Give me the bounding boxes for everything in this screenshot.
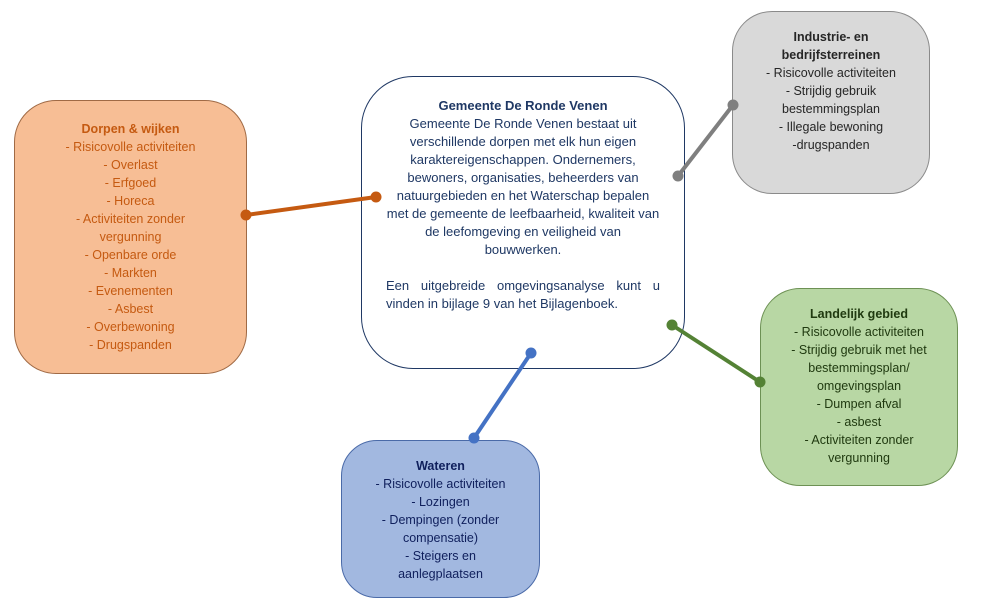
list-item: - Risicovolle activiteiten [794,325,924,339]
list-item: - Risicovolle activiteiten [766,66,896,80]
list-item: - Dempingen (zonder compensatie) [381,513,500,545]
node-wateren-list: - Risicovolle activiteiten - Lozingen - … [350,475,531,583]
list-item: - Erfgoed [104,176,157,190]
list-item: - Steigers en aanlegplaatsen [398,549,483,581]
node-dorpen-list: - Risicovolle activiteiten - Overlast - … [23,138,238,354]
list-item: - Asbest [107,302,154,316]
node-gemeente: Gemeente De Ronde Venen Gemeente De Rond… [361,76,685,369]
list-item: - Drugspanden [89,338,172,352]
node-landelijk-title: Landelijk gebied [810,307,908,321]
list-item: -drugspanden [792,138,870,152]
node-wateren: Wateren - Risicovolle activiteiten - Loz… [341,440,540,598]
list-item: - Strijdig gebruik bestemmingsplan [782,84,880,116]
list-item: - Markten [104,266,157,280]
node-industrie-bedrijfsterreinen: Industrie- en bedrijfsterreinen - Risico… [732,11,930,194]
node-gemeente-reference: Een uitgebreide omgevingsanalyse kunt u … [386,278,660,311]
node-gemeente-body: Gemeente De Ronde Venen bestaat uit vers… [386,116,660,257]
list-item: - Horeca [106,194,155,208]
list-item: - Illegale bewoning [778,120,884,134]
list-item: - Activiteiten zonder vergunning [804,433,914,465]
node-dorpen-title: Dorpen & wijken [81,122,180,136]
list-item: - Overbewoning [86,320,175,334]
list-item: - Strijdig gebruik met het bestemmingspl… [791,343,927,393]
list-item: - Lozingen [411,495,470,509]
list-item: - Openbare orde [84,248,177,262]
list-item: - Evenementen [88,284,173,298]
list-item: - Risicovolle activiteiten [375,477,506,491]
node-landelijk-list: - Risicovolle activiteiten - Strijdig ge… [769,323,949,467]
node-dorpen-wijken: Dorpen & wijken - Risicovolle activiteit… [14,100,247,374]
list-item: - Activiteiten zonder vergunning [75,212,186,244]
node-landelijk-gebied: Landelijk gebied - Risicovolle activitei… [760,288,958,486]
node-industrie-list: - Risicovolle activiteiten - Strijdig ge… [741,64,921,154]
node-gemeente-title: Gemeente De Ronde Venen [438,98,608,113]
list-item: - Dumpen afval [816,397,902,411]
list-item: - Overlast [103,158,158,172]
list-item: - asbest [836,415,882,429]
node-industrie-title: Industrie- en bedrijfsterreinen [781,30,881,62]
node-wateren-title: Wateren [416,459,465,473]
list-item: - Risicovolle activiteiten [65,140,196,154]
